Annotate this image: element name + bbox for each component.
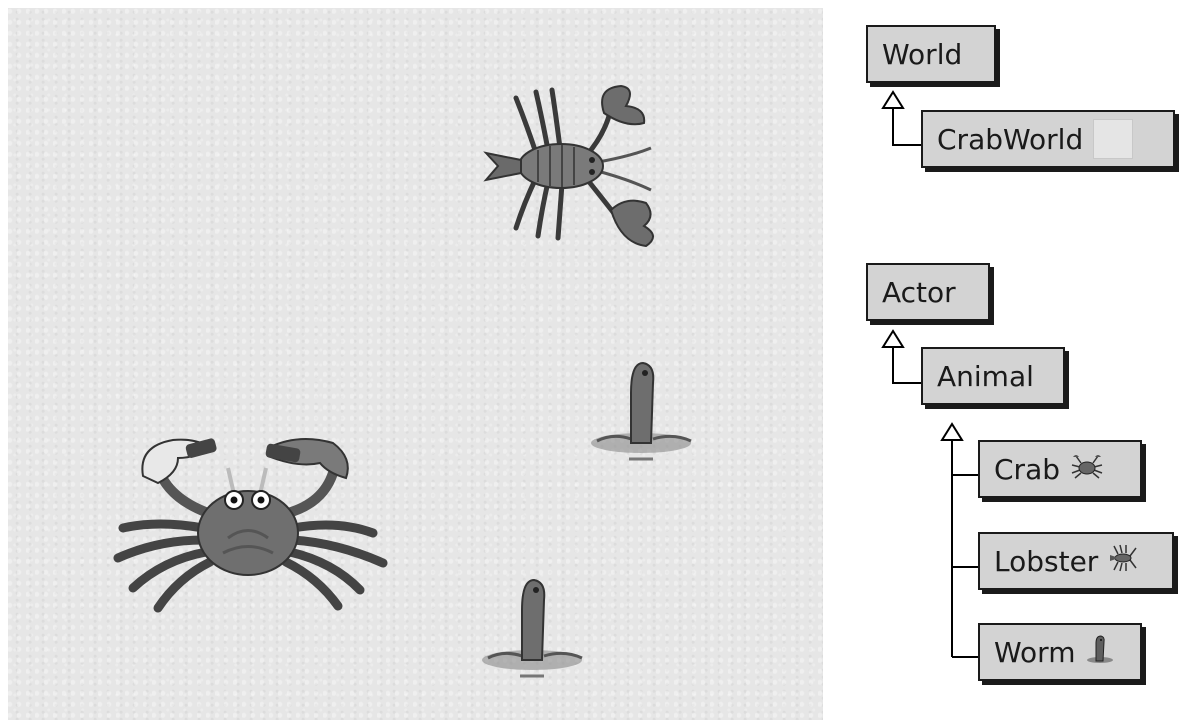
worm-sprite[interactable] <box>474 570 594 685</box>
class-worm-label: Worm <box>994 636 1075 669</box>
class-crabworld[interactable]: CrabWorld <box>921 110 1175 168</box>
worm-icon <box>1085 633 1115 672</box>
crab-icon <box>1070 453 1104 486</box>
class-crabworld-label: CrabWorld <box>937 123 1083 156</box>
class-actor-label: Actor <box>882 276 956 309</box>
inheritance-arrow <box>883 92 903 108</box>
class-world-label: World <box>882 38 962 71</box>
inheritance-arrow <box>883 331 903 347</box>
class-lobster[interactable]: Lobster <box>978 532 1174 590</box>
lobster-icon <box>1108 542 1140 581</box>
worm-sprite[interactable] <box>583 353 703 468</box>
class-worm[interactable]: Worm <box>978 623 1142 681</box>
class-actor[interactable]: Actor <box>866 263 990 321</box>
lobster-sprite[interactable] <box>476 78 666 248</box>
class-crab-label: Crab <box>994 453 1060 486</box>
crab-world-canvas[interactable] <box>8 8 823 720</box>
class-lobster-label: Lobster <box>994 545 1098 578</box>
class-animal[interactable]: Animal <box>921 347 1065 405</box>
texture-thumbnail-icon <box>1093 119 1133 159</box>
inheritance-arrow <box>942 424 962 440</box>
crab-sprite[interactable] <box>98 428 398 618</box>
class-animal-label: Animal <box>937 360 1034 393</box>
class-crab[interactable]: Crab <box>978 440 1142 498</box>
class-world[interactable]: World <box>866 25 996 83</box>
